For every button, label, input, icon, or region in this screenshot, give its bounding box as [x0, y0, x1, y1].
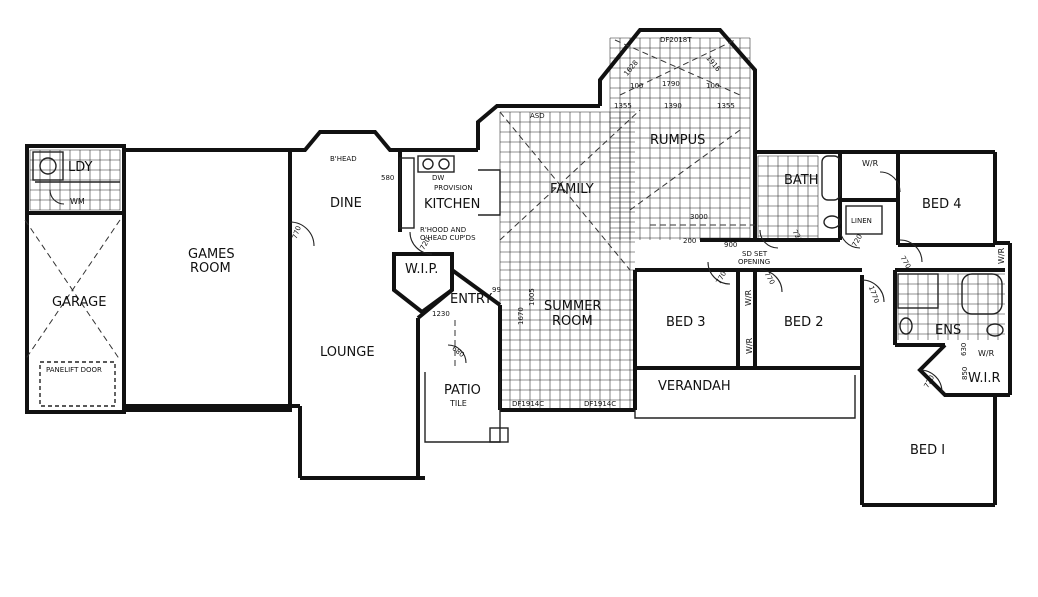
provision-note: PROVISION: [434, 184, 473, 192]
linen-label: LINEN: [851, 217, 872, 225]
wr-label-1: W/R: [862, 159, 879, 168]
fixtures: [32, 151, 1004, 337]
asd-note: ASD: [530, 112, 545, 120]
wir-label: W.I.R: [968, 371, 1001, 386]
dim-1355-b: 1355: [717, 102, 735, 110]
dim-900: 900: [724, 241, 737, 249]
tile-label: TILE: [449, 399, 467, 408]
rumpus-label: RUMPUS: [650, 133, 705, 148]
dim-1230: 1230: [432, 310, 450, 318]
dim-720-c: 720: [851, 233, 865, 249]
plan-notes: B'HEAD DW PROVISION R'HOOD AND O'HEAD CU…: [330, 36, 770, 408]
dim-1355-a: 1355: [614, 102, 632, 110]
dim-580: 580: [381, 174, 394, 182]
walls: [25, 28, 1012, 507]
garage-label: GARAGE: [52, 295, 106, 310]
summer-label-2: ROOM: [552, 314, 593, 329]
games-label-2: ROOM: [190, 261, 231, 276]
dim-100-b: 100: [706, 82, 719, 90]
family-label: FAMILY: [550, 182, 594, 197]
wr-label-4: W/R: [745, 337, 754, 354]
dim-770-a: 770: [291, 225, 303, 240]
wip-label: W.I.P.: [405, 262, 438, 277]
ceiling-lines: [24, 39, 755, 370]
wr-label-2: W/R: [978, 349, 995, 358]
bed4-label: BED 4: [922, 197, 962, 212]
panelift-label: PANELIFT DOOR: [46, 366, 102, 374]
ohead-note: O'HEAD CUP'DS: [420, 234, 476, 242]
dim-630: 630: [960, 343, 968, 356]
dim-100-a: 100: [630, 82, 643, 90]
dim-680: 680: [450, 344, 465, 359]
dim-200: 200: [683, 237, 696, 245]
bath-label: BATH: [784, 173, 819, 188]
door-swings: [49, 171, 943, 393]
rhood-note: R'HOOD AND: [420, 226, 466, 234]
dim-1916: 1916: [704, 54, 722, 73]
ens-label: ENS: [935, 323, 961, 338]
bhead-note: B'HEAD: [330, 155, 357, 163]
bed1-label: BED I: [910, 443, 945, 458]
wr-label-3: W/R: [744, 289, 753, 306]
summer-label-1: SUMMER: [544, 299, 601, 314]
wr-label-5: W/R: [997, 247, 1006, 264]
opening-note: OPENING: [738, 258, 770, 266]
games-label-1: GAMES: [188, 247, 235, 262]
dim-99: 99: [492, 286, 501, 294]
dim-1390: 1390: [664, 102, 682, 110]
df1914c-note-2: DF1914C: [584, 400, 616, 408]
lounge-label: LOUNGE: [320, 345, 375, 360]
ldy-label: LDY: [68, 160, 93, 175]
dim-3000: 3000: [690, 213, 708, 221]
patio-label: PATIO: [444, 383, 481, 398]
df2018t-note: DF2018T: [660, 36, 692, 44]
df1914c-note-1: DF1914C: [512, 400, 544, 408]
dw-note: DW: [432, 174, 444, 182]
dim-770-b: 770: [715, 270, 729, 286]
wm-label: WM: [70, 197, 85, 206]
bath-tile-grid: [757, 155, 819, 238]
dimension-labels: 580 770 720 1230 99 1670 1005 3000 200 9…: [291, 54, 969, 389]
bed3-label: BED 3: [666, 315, 706, 330]
room-labels: LDY WM GARAGE PANELIFT DOOR GAMES ROOM D…: [46, 133, 1006, 458]
kitchen-label: KITCHEN: [424, 197, 480, 212]
dine-label: DINE: [330, 196, 362, 211]
sdset-note: SD SET: [742, 250, 768, 258]
dim-850: 850: [961, 367, 969, 380]
dim-1670: 1670: [517, 307, 525, 325]
verandah-label: VERANDAH: [658, 379, 731, 394]
dim-770-d: 770: [899, 255, 913, 271]
outdoor-outlines: [39, 361, 856, 443]
entry-label: ENTRY: [450, 292, 492, 307]
dim-770-c: 770: [763, 271, 777, 287]
summer-tile-grid: [499, 269, 635, 408]
rumpus-tile-grid: [609, 37, 751, 240]
bed2-label: BED 2: [784, 315, 824, 330]
dim-1005: 1005: [528, 288, 536, 306]
dim-1790: 1790: [662, 80, 680, 88]
